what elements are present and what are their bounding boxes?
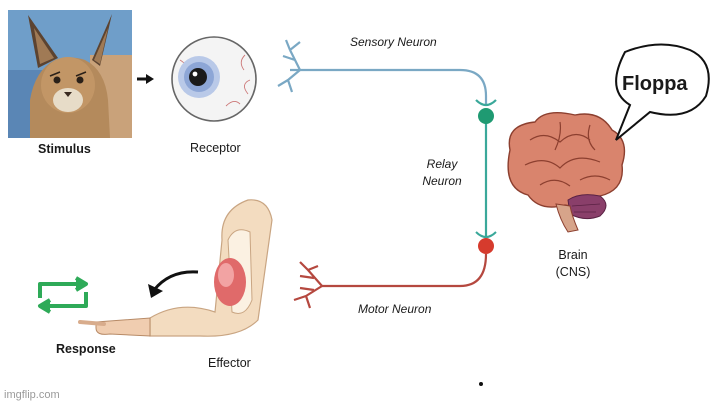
eye-icon <box>171 36 257 122</box>
relay-neuron <box>475 108 497 254</box>
curved-arrow-icon <box>148 270 199 298</box>
motor-neuron-label: Motor Neuron <box>358 302 432 316</box>
speech-bubble <box>615 43 710 141</box>
brain-label-line1: Brain <box>558 248 588 262</box>
brain-label-line2: (CNS) <box>555 265 591 279</box>
effector-label: Effector <box>208 356 251 370</box>
speech-bubble-text: Floppa <box>622 73 688 95</box>
dot-mark <box>479 382 483 386</box>
repeat-arrows-icon <box>38 276 88 314</box>
sensory-neuron <box>277 39 497 107</box>
relay-neuron-label-line2: Neuron <box>422 174 462 188</box>
watermark: imgflip.com <box>4 389 60 401</box>
arm-icon <box>78 199 273 337</box>
stimulus-photo <box>8 10 132 138</box>
receptor-label: Receptor <box>190 141 241 155</box>
relay-neuron-label-line1: Relay <box>426 157 458 171</box>
response-label: Response <box>56 342 116 356</box>
sensory-neuron-label: Sensory Neuron <box>350 35 437 49</box>
stimulus-arrow <box>137 74 154 84</box>
stimulus-label: Stimulus <box>38 142 91 156</box>
motor-neuron <box>293 253 488 309</box>
brain-icon <box>507 112 626 233</box>
